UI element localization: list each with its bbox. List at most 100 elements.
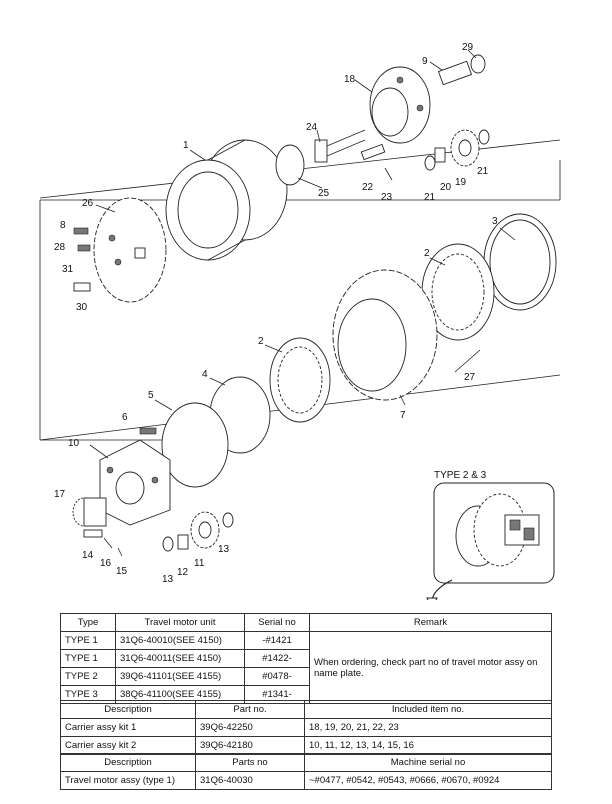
callout-19: 19 (455, 177, 467, 188)
col-type: Type (60, 613, 116, 632)
seal-ring-3 (483, 213, 557, 311)
cell-type: TYPE 1 (60, 649, 116, 668)
snap-ring-25 (275, 144, 305, 186)
callout-31: 31 (62, 264, 74, 275)
callout-4: 4 (202, 369, 208, 380)
col-parts-no: Parts no (195, 753, 305, 772)
bearing-2-lower (269, 337, 331, 423)
callout-25: 25 (318, 188, 330, 199)
callout-6: 6 (122, 412, 128, 423)
bolt-28 (77, 244, 91, 252)
inset-box (433, 482, 555, 584)
callout-8: 8 (60, 220, 66, 231)
cell-parts-no: 31Q6-40030 (195, 771, 305, 790)
callout-3: 3 (492, 216, 498, 227)
bolt-8 (73, 227, 89, 235)
carrier-10 (99, 439, 171, 526)
col-unit: Travel motor unit (115, 613, 245, 632)
washer-21a (424, 155, 436, 171)
callout-11: 11 (194, 558, 205, 569)
callout-13b: 13 (218, 544, 230, 555)
callout-24: 24 (306, 122, 318, 133)
callout-10: 10 (68, 438, 80, 449)
col-machine-serial: Machine serial no (304, 753, 552, 772)
cell-part-no: 39Q6-42180 (195, 736, 305, 755)
cell-unit: 39Q6-41101(SEE 4155) (115, 667, 245, 686)
bolt-27 (454, 349, 481, 373)
col-description: Description (60, 700, 196, 719)
table-row: TYPE 1 31Q6-40010(SEE 4150) -#1421 When … (60, 631, 552, 704)
bearing-2-upper (421, 243, 495, 341)
callout-9: 9 (422, 56, 428, 67)
toothed-carrier-plate (93, 197, 167, 303)
pin-22 (360, 143, 386, 161)
callout-30: 30 (76, 302, 88, 313)
bolt-6 (139, 427, 157, 435)
cell-included-items: 18, 19, 20, 21, 22, 23 (304, 718, 552, 737)
callout-1: 1 (183, 140, 189, 151)
table-row: Carrier assy kit 1 39Q6-42250 18, 19, 20… (60, 718, 552, 737)
callout-15: 15 (116, 566, 128, 577)
cell-unit: 31Q6-40010(SEE 4150) (115, 631, 245, 650)
travel-motor-unit-table: Type Travel motor unit Serial no Remark … (60, 613, 552, 704)
cell-part-no: 39Q6-42250 (195, 718, 305, 737)
cell-description: Travel motor assy (type 1) (60, 771, 196, 790)
planet-gear-11 (190, 511, 220, 549)
inset-arrow (431, 579, 453, 600)
callout-5: 5 (148, 390, 154, 401)
cell-description: Carrier assy kit 1 (60, 718, 196, 737)
col-included-items: Included item no. (304, 700, 552, 719)
table-row: TYPE 1 31Q6-40011(SEE 4150) #1422- (60, 649, 552, 668)
cell-remark: When ordering, check part no of travel m… (309, 631, 552, 704)
cell-serial: #0478- (244, 667, 310, 686)
cell-unit: 31Q6-40011(SEE 4150) (115, 649, 245, 668)
travel-motor-assy-table: Description Parts no Machine serial no T… (60, 753, 552, 790)
plate-30 (73, 282, 91, 292)
washer-21b (478, 129, 490, 145)
spline-shaft-24 (314, 129, 366, 163)
callout-21a: 21 (424, 192, 436, 203)
table-row: TYPE 3 38Q6-41100(SEE 4155) #1341- (60, 685, 552, 704)
carrier-assy-kit-table: Description Part no. Included item no. C… (60, 700, 552, 755)
callout-28: 28 (54, 242, 66, 253)
cell-type: TYPE 1 (60, 631, 116, 650)
bearing-12 (177, 534, 189, 550)
table-row: Carrier assy kit 2 39Q6-42180 10, 11, 12… (60, 736, 552, 755)
cover-plate-5 (161, 402, 229, 488)
frame-lines (39, 160, 561, 441)
callout-14: 14 (82, 550, 94, 561)
table-row: Travel motor assy (type 1) 31Q6-40030 ~#… (60, 771, 552, 790)
ring-gear-housing (165, 139, 288, 261)
exploded-parts-diagram: 1 2 2 3 4 5 6 7 8 9 10 11 12 13 13 14 15… (39, 42, 561, 600)
col-remark: Remark (309, 613, 552, 632)
washer-13a (162, 536, 174, 552)
callout-29: 29 (462, 42, 474, 53)
inset-arrowhead (426, 597, 438, 600)
cell-machine-serial: ~#0477, #0542, #0543, #0666, #0670, #092… (304, 771, 552, 790)
callout-13a: 13 (162, 574, 174, 585)
cell-type: TYPE 2 (60, 667, 116, 686)
cell-description: Carrier assy kit 2 (60, 736, 196, 755)
callout-20: 20 (440, 182, 452, 193)
spring-pin-16 (103, 537, 113, 549)
planet-gear-19 (450, 129, 480, 167)
leader-lines (89, 49, 516, 459)
cell-serial: -#1421 (244, 631, 310, 650)
pin-14 (83, 529, 103, 538)
ring-29 (470, 54, 486, 74)
callout-16: 16 (100, 558, 112, 569)
washer-13b (222, 512, 234, 528)
inset-title: TYPE 2 & 3 (434, 470, 487, 481)
callout-23: 23 (381, 192, 393, 203)
sun-gear-17 (72, 497, 107, 527)
pin-15 (117, 547, 123, 557)
cell-included-items: 10, 11, 12, 13, 14, 15, 16 (304, 736, 552, 755)
col-serial: Serial no (244, 613, 310, 632)
col-description: Description (60, 753, 196, 772)
callout-2a: 2 (424, 248, 430, 259)
col-part-no: Part no. (195, 700, 305, 719)
callout-27: 27 (464, 372, 476, 383)
callout-22: 22 (362, 182, 374, 193)
cell-serial: #1422- (244, 649, 310, 668)
hub-7 (332, 269, 438, 401)
